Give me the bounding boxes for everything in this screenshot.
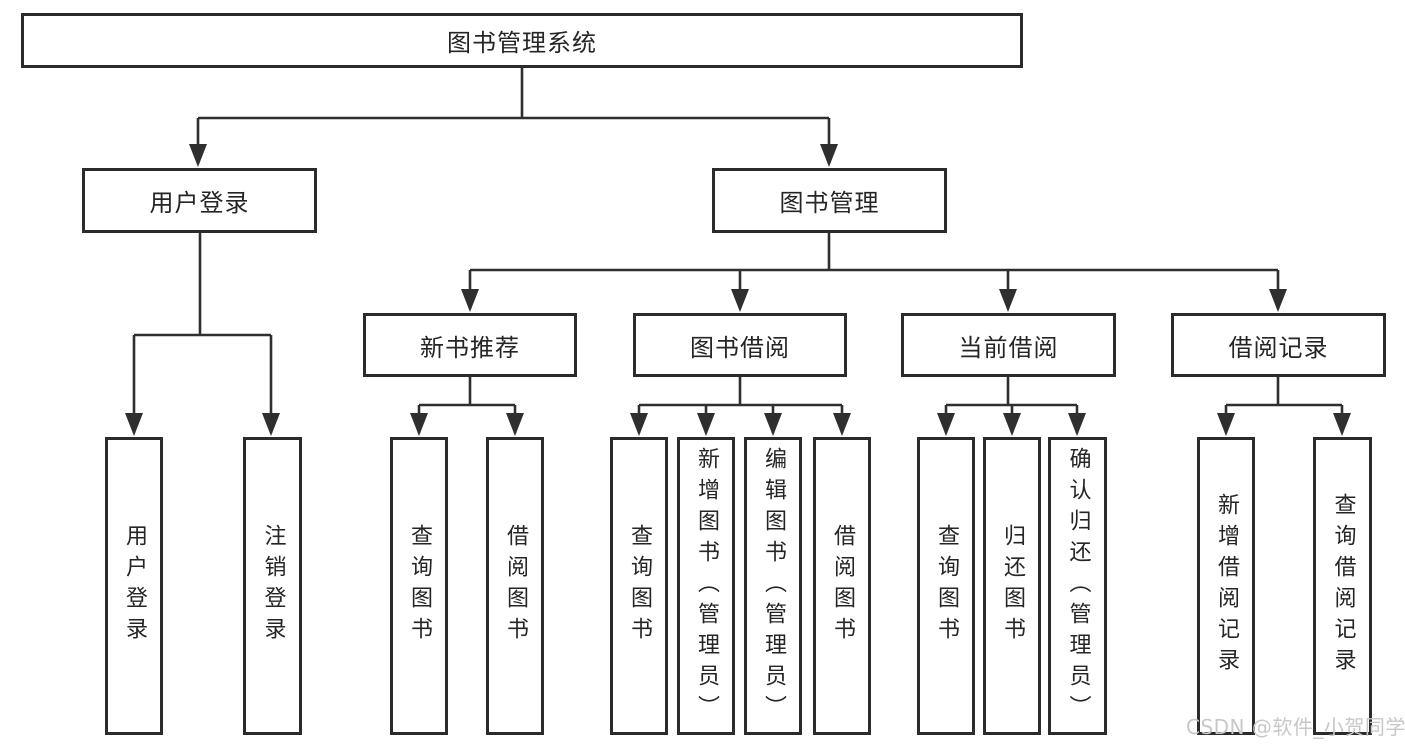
node-current-borrow: 当前借阅 <box>901 313 1116 377</box>
connector-new-book-recommend <box>417 377 517 433</box>
leaf-logout-label: 注销登录 <box>260 524 286 648</box>
node-book-borrow-label: 图书借阅 <box>690 333 790 362</box>
arrowhead <box>461 289 479 312</box>
leaf-query-books-borrow-label: 查询图书 <box>627 524 652 648</box>
leaf-edit-book-admin: 编辑图书（管理员） <box>744 437 802 735</box>
node-current-borrow-label: 当前借阅 <box>958 333 1059 362</box>
node-root-label: 图书管理系统 <box>447 29 597 57</box>
arrowhead <box>731 289 749 312</box>
arrowhead <box>833 413 851 436</box>
arrowhead <box>1269 289 1287 312</box>
leaf-add-book-admin: 新增图书（管理员） <box>677 437 735 735</box>
arrowhead <box>697 413 715 436</box>
node-borrow-records-label: 借阅记录 <box>1228 333 1329 362</box>
arrowhead <box>820 144 838 167</box>
leaf-user-login-label: 用户登录 <box>122 524 147 648</box>
connector-borrow-records <box>1224 377 1344 433</box>
node-new-book-recommend-label: 新书推荐 <box>420 333 520 362</box>
leaf-query-books-recommend-label: 查询图书 <box>407 524 432 648</box>
watermark: CSDN @软件_小贺同学 <box>1186 715 1405 739</box>
leaf-return-book: 归还图书 <box>983 437 1041 735</box>
leaf-borrow-books-recommend: 借阅图书 <box>486 437 544 735</box>
arrowhead <box>1068 413 1086 436</box>
connector-root <box>196 68 831 164</box>
arrowhead <box>262 413 280 436</box>
connector-book-borrow <box>637 377 844 433</box>
leaf-query-books-current-label: 查询图书 <box>934 524 959 648</box>
leaf-query-books-borrow: 查询图书 <box>610 437 668 735</box>
node-new-book-recommend: 新书推荐 <box>363 313 577 377</box>
connector-book-management <box>468 233 1280 309</box>
leaf-query-borrow-record: 查询借阅记录 <box>1313 437 1372 735</box>
leaf-query-borrow-record-label: 查询借阅记录 <box>1330 493 1356 679</box>
node-book-management: 图书管理 <box>712 168 947 233</box>
arrowhead <box>125 413 143 436</box>
arrowhead <box>410 413 428 436</box>
leaf-confirm-return-admin: 确认归还（管理员） <box>1048 437 1107 735</box>
arrowhead <box>999 289 1017 312</box>
node-user-login-label: 用户登录 <box>149 189 250 217</box>
leaf-edit-book-admin-label: 编辑图书（管理员） <box>761 446 786 726</box>
arrowhead <box>189 144 207 167</box>
leaf-logout: 注销登录 <box>243 437 302 735</box>
arrowhead <box>764 413 782 436</box>
leaf-add-borrow-record: 新增借阅记录 <box>1197 437 1255 735</box>
leaf-query-books-current: 查询图书 <box>917 437 975 735</box>
leaf-borrow-books-recommend-label: 借阅图书 <box>503 524 528 648</box>
node-book-management-label: 图书管理 <box>779 189 880 217</box>
node-borrow-records: 借阅记录 <box>1171 313 1386 377</box>
arrowhead <box>630 413 648 436</box>
leaf-add-borrow-record-label: 新增借阅记录 <box>1214 493 1239 679</box>
arrowhead <box>937 413 955 436</box>
leaf-confirm-return-admin-label: 确认归还（管理员） <box>1065 446 1091 726</box>
leaf-borrow-books-label: 借阅图书 <box>830 524 855 648</box>
node-user-login: 用户登录 <box>82 168 317 233</box>
arrowhead <box>506 413 524 436</box>
node-book-borrow: 图书借阅 <box>633 313 847 377</box>
leaf-add-book-admin-label: 新增图书（管理员） <box>694 446 719 726</box>
leaf-return-book-label: 归还图书 <box>1000 524 1025 648</box>
node-root: 图书管理系统 <box>21 13 1023 68</box>
leaf-user-login: 用户登录 <box>105 437 163 735</box>
arrowhead <box>1333 413 1351 436</box>
arrowhead <box>1217 413 1235 436</box>
arrowhead <box>1003 413 1021 436</box>
leaf-query-books-recommend: 查询图书 <box>390 437 448 735</box>
leaf-borrow-books: 借阅图书 <box>813 437 871 735</box>
connector-user-login <box>132 233 273 433</box>
